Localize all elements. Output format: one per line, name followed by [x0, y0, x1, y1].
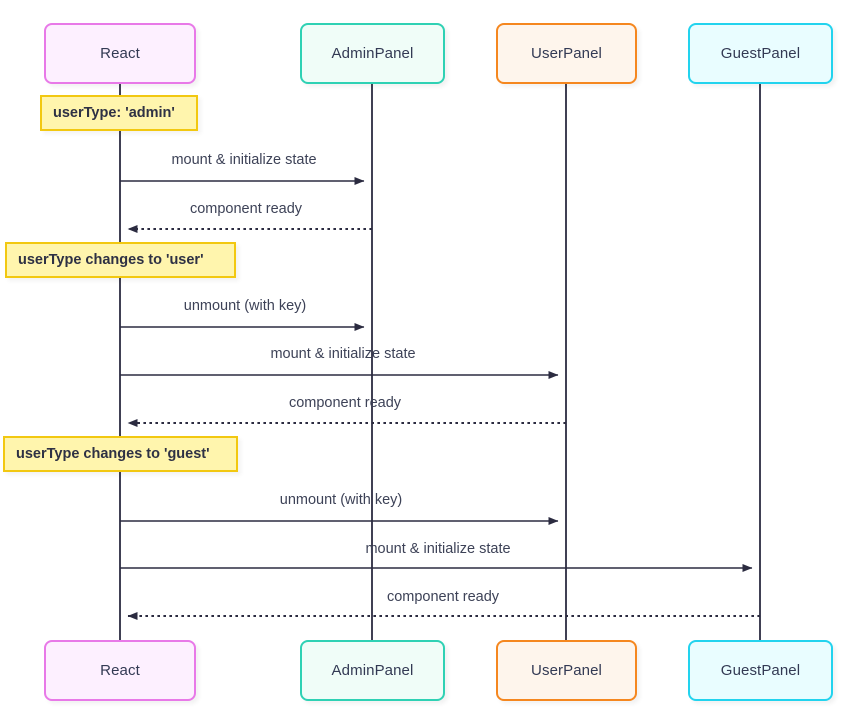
participant-header-react[interactable]: React — [44, 23, 196, 84]
participant-footer-guestpanel[interactable]: GuestPanel — [688, 640, 833, 701]
participant-label: UserPanel — [531, 45, 602, 62]
message-label-msg-5: component ready — [288, 395, 402, 411]
message-label-msg-4: mount & initialize state — [270, 346, 416, 362]
message-arrows-group — [120, 177, 760, 620]
participant-label: GuestPanel — [720, 45, 801, 62]
message-label-msg-7: mount & initialize state — [365, 541, 511, 557]
participant-footer-userpanel[interactable]: UserPanel — [496, 640, 637, 701]
participant-footer-react[interactable]: React — [44, 640, 196, 701]
participant-label: AdminPanel — [331, 45, 414, 62]
participant-label: React — [100, 45, 140, 62]
message-label-msg-6: unmount (with key) — [279, 492, 403, 508]
participant-header-adminpanel[interactable]: AdminPanel — [300, 23, 445, 84]
note-label: userType changes to 'guest' — [16, 446, 210, 462]
note-note-admin[interactable]: userType: 'admin' — [40, 95, 198, 131]
message-label-msg-8: component ready — [386, 589, 500, 605]
participant-label: GuestPanel — [720, 662, 801, 679]
message-label-msg-2: component ready — [189, 201, 303, 217]
note-note-user[interactable]: userType changes to 'user' — [5, 242, 236, 278]
note-label: userType: 'admin' — [53, 105, 175, 121]
participant-header-guestpanel[interactable]: GuestPanel — [688, 23, 833, 84]
note-note-guest[interactable]: userType changes to 'guest' — [3, 436, 238, 472]
message-label-msg-1: mount & initialize state — [171, 152, 317, 168]
participant-footer-adminpanel[interactable]: AdminPanel — [300, 640, 445, 701]
lifelines-group — [119, 84, 761, 640]
message-label-msg-3: unmount (with key) — [183, 298, 307, 314]
participant-label: UserPanel — [531, 662, 602, 679]
participant-header-userpanel[interactable]: UserPanel — [496, 23, 637, 84]
participant-label: AdminPanel — [331, 662, 414, 679]
participant-label: React — [100, 662, 140, 679]
note-label: userType changes to 'user' — [18, 252, 204, 268]
